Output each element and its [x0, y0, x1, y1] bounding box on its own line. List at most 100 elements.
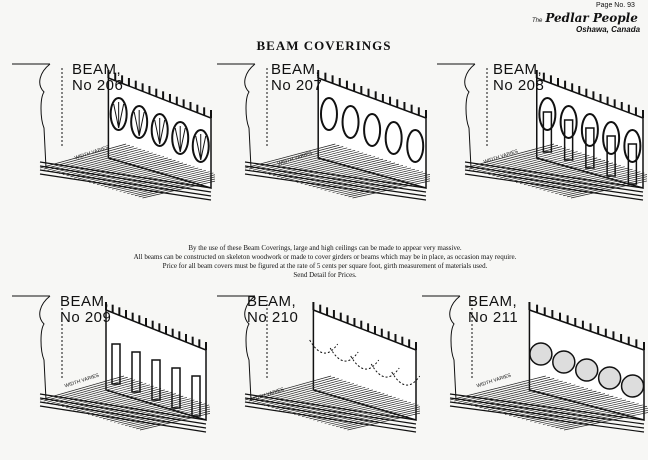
ceiling-profile-line — [12, 63, 51, 169]
soffit-hatch — [134, 176, 215, 197]
beam-label: BEAM,No 207 — [271, 61, 323, 94]
beam-illustration — [217, 295, 420, 433]
soffit-hatch — [131, 174, 215, 196]
ornament-leaf — [195, 134, 207, 161]
brand-prefix: The — [532, 18, 543, 24]
ornament-arch — [363, 113, 382, 147]
soffit-hatch — [480, 148, 570, 173]
ceiling-profile-line — [422, 295, 461, 401]
ornament-column — [131, 351, 141, 393]
soffit-hatch — [525, 398, 622, 421]
ornament-swag — [391, 371, 420, 386]
soffit-hatch — [81, 157, 168, 181]
ornament-swag — [350, 355, 380, 370]
description-line: Send Detail for Prices. — [293, 271, 357, 279]
soffit-hatch — [138, 178, 215, 198]
ornament-leaf — [133, 110, 145, 137]
ornament-arch — [559, 105, 578, 139]
ornament-arch — [580, 113, 599, 147]
soffit-hatch — [504, 392, 601, 415]
soffit-hatch — [508, 157, 598, 181]
soffit-hatch — [288, 157, 380, 181]
beam-panel-211: BEAM,No 211 WIDTH VARIES — [420, 290, 648, 455]
ornament-arch — [341, 105, 360, 139]
soffit-hatch — [500, 390, 597, 414]
soffit-hatch — [317, 399, 404, 422]
beam-panel-207: BEAM,No 207 WIDTH VARIES — [215, 58, 430, 218]
cornice-band — [449, 405, 645, 433]
page-number: Page No. 93 — [596, 2, 635, 9]
soffit-hatch — [530, 399, 627, 422]
soffit-hatch — [515, 160, 606, 183]
soffit-hatch — [54, 380, 139, 405]
soffit-hatch — [305, 395, 392, 419]
cornice-band — [244, 405, 417, 433]
ornament-shell — [597, 366, 622, 390]
soffit-hatch — [462, 379, 559, 404]
ornament-column — [585, 127, 595, 169]
soffit-hatch — [84, 390, 169, 414]
soffit-hatch — [492, 388, 589, 412]
soffit-hatch — [58, 381, 143, 406]
soffit-hatch — [535, 166, 625, 189]
soffit-hatch — [58, 149, 146, 174]
cornice-band — [244, 401, 417, 429]
soffit-hatch — [108, 166, 195, 189]
cornice-band — [449, 401, 645, 429]
ornament-column — [627, 143, 638, 185]
soffit-hatch — [531, 165, 621, 188]
soffit-hatch — [344, 176, 430, 197]
soffit-hatch — [504, 156, 594, 180]
soffit-hatch — [496, 389, 593, 413]
beam-panel-206: BEAM,No 206 WIDTH VARIES — [10, 58, 215, 218]
ornament-arch — [171, 121, 190, 155]
soffit-hatch — [100, 163, 187, 187]
soffit-hatch — [99, 395, 184, 419]
ornament-column — [542, 111, 553, 153]
beam-label: BEAM,No 211 — [468, 293, 519, 326]
ornament-arch — [623, 129, 642, 163]
beam-illustration — [12, 63, 215, 201]
soffit-hatch — [106, 398, 191, 421]
beam-label: BEAM,No 208 — [493, 61, 545, 94]
soffit-hatch — [527, 163, 617, 187]
soffit-hatch — [517, 395, 614, 419]
beam-illustration — [12, 295, 210, 433]
ceiling-profile-line — [437, 63, 476, 169]
soffit-hatch — [339, 408, 420, 429]
soffit-hatch — [343, 410, 420, 430]
cornice-band — [464, 169, 644, 197]
ornament-arch — [150, 113, 169, 147]
soffit-hatch — [290, 390, 377, 414]
soffit-hatch — [539, 167, 629, 190]
soffit-hatch — [500, 154, 590, 179]
soffit-hatch — [76, 388, 162, 412]
soffit-hatch — [488, 151, 578, 176]
cornice-band — [464, 161, 644, 189]
soffit-hatch — [484, 149, 574, 174]
ornament-column — [191, 375, 201, 417]
soffit-hatch — [62, 151, 149, 176]
soffit-hatch — [136, 410, 210, 430]
soffit-hatch — [85, 158, 172, 182]
soffit-hatch — [555, 172, 645, 194]
cornice-band — [244, 393, 417, 421]
beam-panel-210: BEAM,No 210 WIDTH VARIES — [215, 290, 420, 455]
cornice-band — [39, 401, 207, 429]
ornament-arch — [406, 129, 425, 163]
cornice-band — [464, 165, 644, 193]
soffit-hatch — [263, 381, 351, 406]
cornice-band — [39, 397, 207, 425]
ornament-shell — [529, 342, 553, 366]
cornice-band — [244, 397, 417, 425]
soffit-hatch — [296, 160, 388, 183]
ornament-swag — [329, 347, 359, 362]
brand-text: Pedlar People — [545, 11, 638, 25]
beam-panel-208: BEAM,No 208 WIDTH VARIES — [435, 58, 647, 218]
ornament-leaf — [154, 118, 166, 145]
beam-panel-209: BEAM,No 209 WIDTH VARIES — [10, 290, 210, 455]
cornice-band — [244, 169, 427, 197]
description-line: Price for all beam covers must be figure… — [162, 262, 488, 270]
soffit-hatch — [521, 397, 618, 420]
soffit-hatch — [458, 378, 555, 403]
